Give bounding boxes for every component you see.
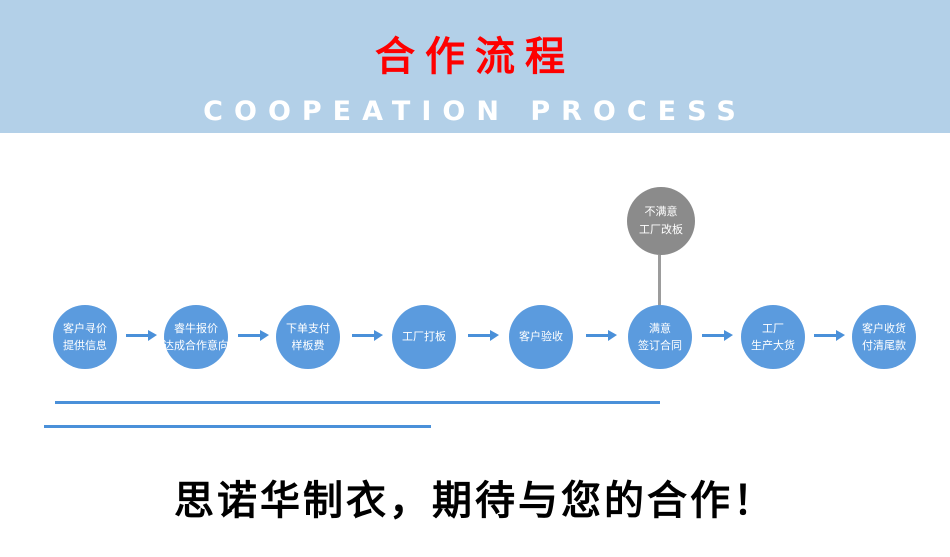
flow-step-label: 工厂打板: [402, 330, 446, 344]
flow-step-label: 客户寻价: [63, 321, 107, 335]
header-banner: 合作流程 COOPEATION PROCESS: [0, 0, 950, 133]
flow-step-label: 睿牛报价: [174, 321, 218, 335]
flow-step-label: 下单支付: [286, 321, 330, 335]
flow-step-delivery: 客户收货 付清尾款: [852, 305, 916, 369]
decorative-line-long: [55, 401, 660, 404]
flow-step-label: 付清尾款: [862, 339, 906, 352]
flow-arrow-icon: [238, 330, 269, 341]
flow-step-label: 提供信息: [63, 339, 107, 352]
decorative-line-short: [44, 425, 431, 428]
flow-arrow-icon: [352, 330, 383, 341]
flow-step-label: 客户验收: [519, 330, 563, 344]
flow-step-inquiry: 客户寻价 提供信息: [53, 305, 117, 369]
flow-step-label: 工厂: [762, 321, 784, 335]
flow-step-order-pay: 下单支付 样板费: [276, 305, 340, 369]
page-title: 合作流程: [375, 34, 575, 80]
flow-arrow-icon: [586, 330, 617, 341]
footer-slogan: 思诺华制衣，期待与您的合作！: [174, 478, 776, 524]
flow-step-label: 生产大货: [751, 339, 795, 352]
flow-step-label: 签订合同: [638, 339, 682, 352]
flow-step-acceptance: 客户验收: [509, 305, 573, 369]
flow-step-label: 客户收货: [862, 321, 906, 335]
flow-step-sample: 工厂打板: [392, 305, 456, 369]
page-subtitle: COOPEATION PROCESS: [203, 96, 747, 127]
flow-step-production: 工厂 生产大货: [741, 305, 805, 369]
flow-step-label: 满意: [649, 321, 671, 335]
flow-step-contract: 满意 签订合同: [628, 305, 692, 369]
flow-step-quote: 睿牛报价 达成合作意向: [163, 305, 229, 369]
rework-connector-line: [658, 255, 661, 307]
flow-node-label: 不满意: [644, 205, 678, 219]
flow-step-label: 样板费: [291, 339, 325, 352]
flow-arrow-icon: [814, 330, 845, 341]
flow-node-rework: 不满意 工厂改板: [627, 187, 695, 255]
flow-step-label: 达成合作意向: [163, 339, 229, 352]
flow-arrow-icon: [702, 330, 733, 341]
flow-arrow-icon: [126, 330, 157, 341]
flow-node-label: 工厂改板: [639, 223, 683, 236]
process-flow-diagram: 不满意 工厂改板 客户寻价 提供信息 睿牛报价 达成合作意向 下单支付 样板费 …: [0, 133, 950, 453]
flow-arrow-icon: [468, 330, 499, 341]
